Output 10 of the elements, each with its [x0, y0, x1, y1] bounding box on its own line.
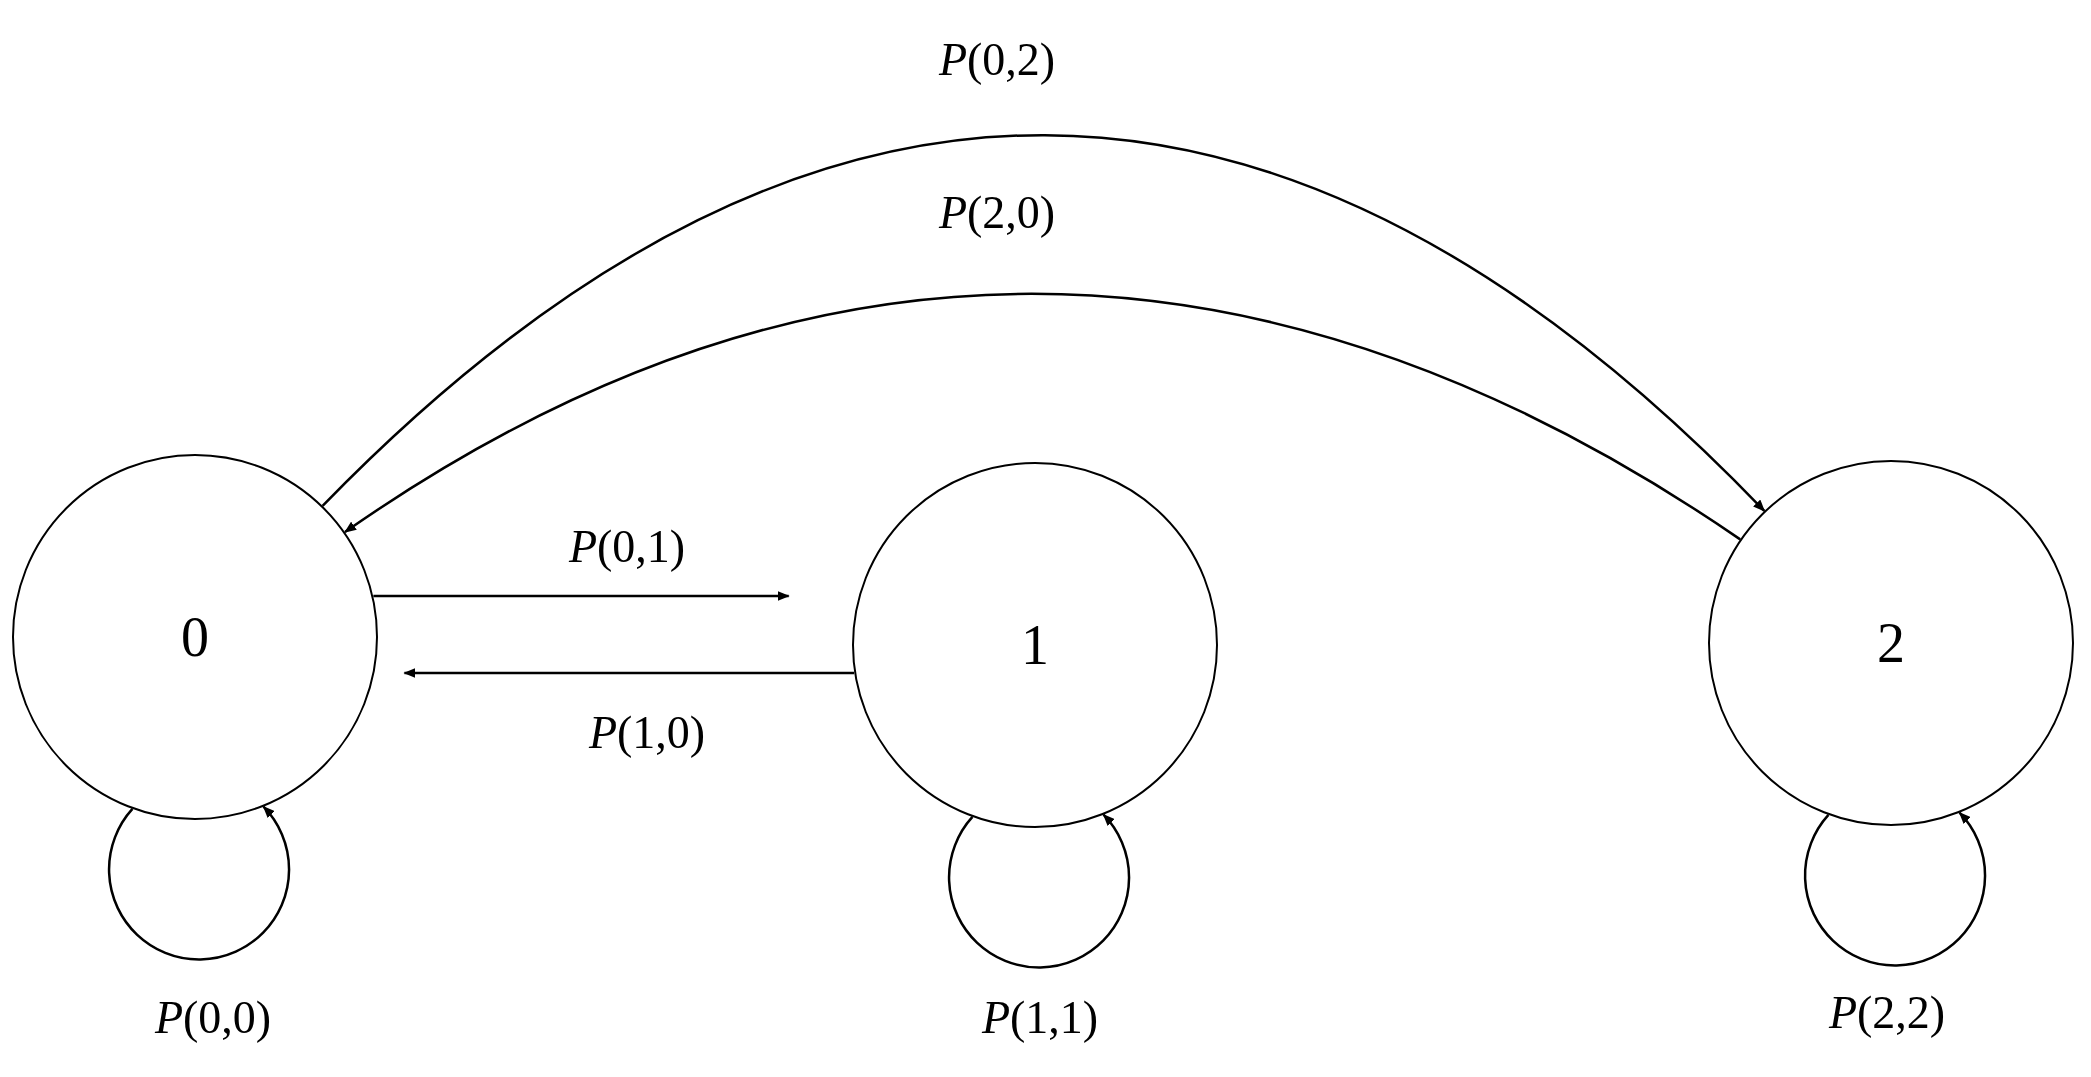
self-loop-arrow	[107, 805, 291, 961]
state-label: 1	[1021, 613, 1049, 677]
state-label: 0	[181, 605, 209, 669]
arrow	[373, 591, 790, 601]
self-loop-arrow	[1803, 811, 1987, 967]
state-label: 2	[1877, 611, 1905, 675]
arrow	[403, 668, 855, 678]
arrow	[321, 134, 1766, 512]
arrow	[344, 292, 1741, 541]
self-loop-arrow	[947, 813, 1131, 969]
